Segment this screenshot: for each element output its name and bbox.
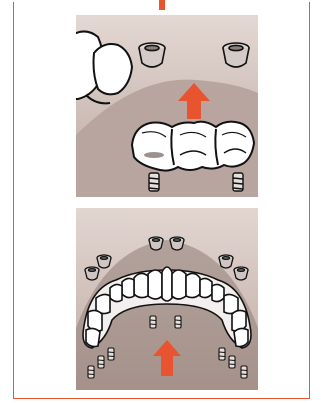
full-arch-illustration [76, 208, 258, 390]
implant-bridge-illustration [76, 15, 258, 197]
abutment-right [223, 43, 249, 67]
abutment-left [139, 43, 165, 67]
implant-screw-left [149, 173, 159, 191]
dental-bridge [132, 122, 254, 171]
frame-top-notch [159, 0, 165, 10]
panel-full-arch [76, 208, 258, 390]
panel-implant-bridge [76, 15, 258, 197]
implant-screw-right [233, 173, 243, 191]
